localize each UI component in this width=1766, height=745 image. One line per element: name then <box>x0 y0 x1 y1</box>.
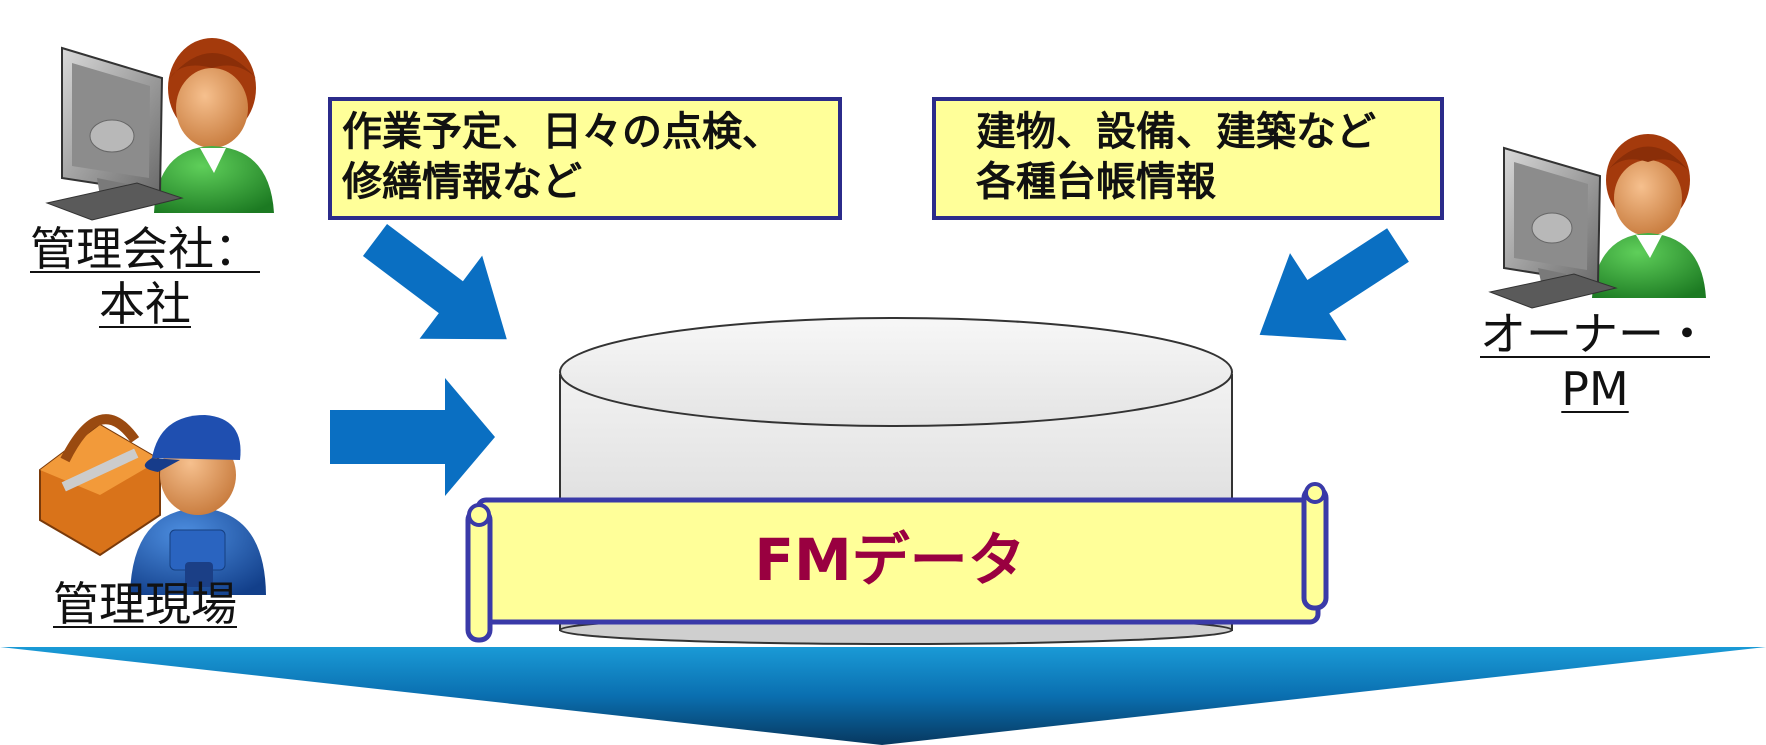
label-owner-pm: オーナー・ PM <box>1470 307 1720 417</box>
office-worker-computer-icon <box>45 38 274 221</box>
label-head-office-line2: 本社 <box>99 277 191 332</box>
arrow-from-owner <box>1259 228 1409 341</box>
fm-data-scroll-banner <box>465 482 1329 643</box>
label-owner-pm-line2: PM <box>1561 362 1629 417</box>
callout-schedule-line1: 作業予定、日々の点検、 <box>342 109 782 155</box>
label-head-office: 管理会社： 本社 <box>0 222 290 332</box>
callout-ledger-line1: 建物、設備、建築など <box>976 109 1376 155</box>
callout-schedule: 作業予定、日々の点検、 修繕情報など <box>328 97 842 220</box>
label-site: 管理現場 <box>20 577 270 632</box>
owner-computer-icon <box>1488 134 1706 309</box>
callout-schedule-line2: 修繕情報など <box>342 159 582 205</box>
callout-ledger-line2: 各種台帳情報 <box>976 159 1216 205</box>
arrow-from-head-office <box>362 224 507 340</box>
maintenance-worker-icon <box>39 414 266 595</box>
database-label: FMデータ <box>754 526 1026 594</box>
big-down-arrow <box>0 647 1766 745</box>
label-owner-pm-line1: オーナー・ <box>1480 307 1710 361</box>
label-site-text: 管理現場 <box>53 577 237 631</box>
callout-ledger: 建物、設備、建築など 各種台帳情報 <box>932 97 1444 220</box>
arrow-from-site <box>330 378 495 496</box>
label-head-office-line1: 管理会社： <box>30 222 260 276</box>
